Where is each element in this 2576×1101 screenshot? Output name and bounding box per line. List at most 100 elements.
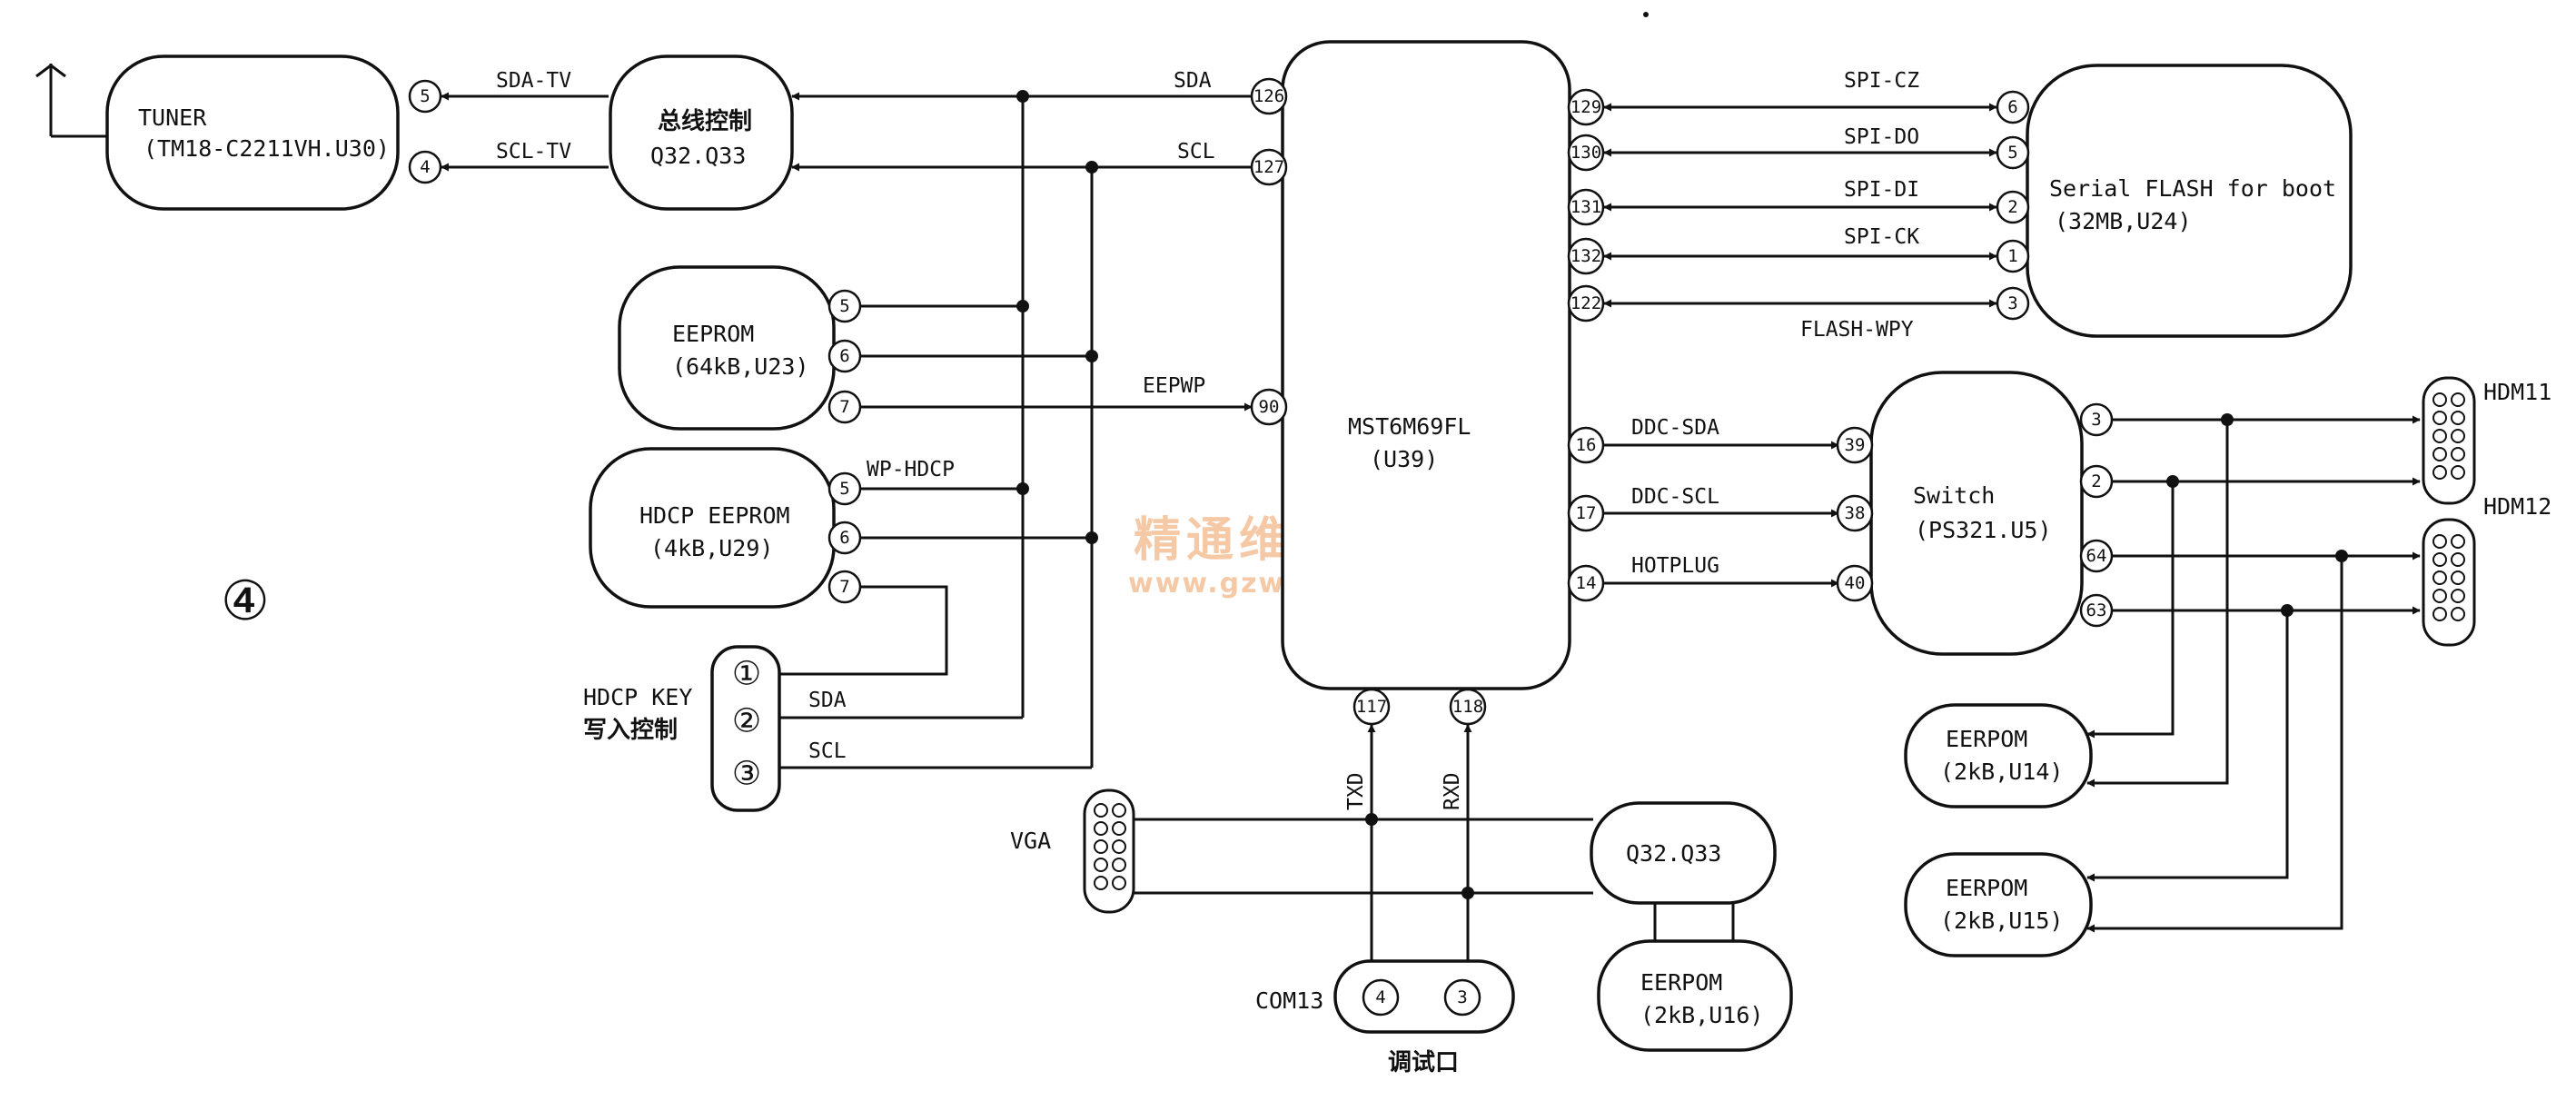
- signal-spi-di: SPI-DI: [1844, 178, 1919, 202]
- antenna-icon: [35, 64, 109, 138]
- signal-labels: SDA-TV SCL-TV SDA SCL EEPWP WP-HDCP SDA …: [496, 69, 1919, 810]
- tuner-part: (TM18-C2211VH.U30): [144, 135, 390, 162]
- pin-hdcp-6: 6: [839, 528, 849, 548]
- signal-txd: TXD: [1344, 772, 1368, 810]
- main-ic-part: (U39): [1370, 446, 1438, 472]
- switch-title: Switch: [1913, 482, 1995, 509]
- pin-main-122: 122: [1570, 293, 1601, 313]
- pin-hdcp-7: 7: [839, 577, 849, 597]
- pin-main-132: 132: [1570, 246, 1601, 266]
- pin-com-3: 3: [1457, 987, 1467, 1007]
- pin-key-3: ③: [732, 756, 761, 793]
- signal-spi-cz: SPI-CZ: [1844, 69, 1919, 93]
- eerpom-u16-title: EERPOM: [1640, 969, 1722, 996]
- pin-main-14: 14: [1576, 573, 1597, 593]
- pin-main-118: 118: [1452, 697, 1483, 717]
- wiring: [441, 92, 2421, 963]
- signal-key-scl: SCL: [808, 739, 847, 763]
- bus-control-block: 总线控制 Q32.Q33: [609, 55, 794, 211]
- com13-block: COM13 调试口: [1255, 959, 1515, 1076]
- eerpom-u15-title: EERPOM: [1946, 875, 2027, 901]
- switch-part: (PS321.U5): [1915, 517, 2052, 543]
- com13-caption: 调试口: [1388, 1049, 1459, 1076]
- hdcp-eeprom-block: HDCP EEPROM (4kB,U29): [589, 447, 836, 609]
- pin-switch-38: 38: [1845, 503, 1866, 523]
- signal-hotplug: HOTPLUG: [1631, 554, 1719, 578]
- pin-flash-6: 6: [2007, 97, 2017, 117]
- pin-eeprom-5: 5: [839, 296, 849, 316]
- pin-main-16: 16: [1576, 435, 1597, 455]
- pin-tuner-5: 5: [420, 86, 430, 106]
- signal-scl: SCL: [1177, 140, 1215, 164]
- hdmi1-label: HDM11: [2483, 379, 2551, 405]
- main-ic-block: MST6M69FL (U39): [1281, 40, 1571, 690]
- bus-control-title: 总线控制: [658, 108, 752, 135]
- pin-main-130: 130: [1570, 143, 1601, 163]
- hdmi2-label: HDM12: [2483, 493, 2551, 520]
- eeprom-block: EEPROM (64kB,U23): [618, 265, 836, 431]
- pin-main-126: 126: [1253, 86, 1284, 106]
- signal-flash-wpy: FLASH-WPY: [1800, 318, 1914, 342]
- signal-wp-hdcp: WP-HDCP: [867, 458, 955, 481]
- pin-switch-2: 2: [2091, 471, 2101, 491]
- eerpom-u14-part: (2kB,U14): [1940, 759, 2063, 785]
- pin-main-129: 129: [1570, 97, 1601, 117]
- tuner-block: TUNER (TM18-C2211VH.U30): [105, 55, 400, 211]
- pin-hdcp-5: 5: [839, 479, 849, 499]
- vga-connector: VGA: [1010, 789, 1135, 914]
- pin-main-117: 117: [1356, 697, 1387, 717]
- hdcp-key-subtitle: 写入控制: [583, 717, 678, 744]
- hdcp-key-block: HDCP KEY 写入控制: [583, 645, 781, 812]
- pin-flash-2: 2: [2007, 197, 2017, 217]
- pin-flash-1: 1: [2007, 246, 2017, 266]
- eerpom-u15-block: EERPOM (2kB,U15): [1904, 852, 2093, 957]
- pin-flash-3: 3: [2007, 293, 2017, 313]
- eerpom-u16-block: EERPOM (2kB,U16): [1597, 939, 1793, 1052]
- main-ic-title: MST6M69FL: [1348, 413, 1471, 440]
- junction-dots: [1016, 90, 2348, 899]
- pin-main-90: 90: [1259, 397, 1280, 417]
- vga-label: VGA: [1010, 828, 1051, 854]
- eerpom-u14-title: EERPOM: [1946, 726, 2027, 752]
- signal-rxd: RXD: [1441, 772, 1464, 810]
- switch-block: Switch (PS321.U5): [1869, 371, 2084, 656]
- eeprom-part: (64kB,U23): [672, 353, 809, 380]
- serial-flash-part: (32MB,U24): [2055, 208, 2192, 234]
- pin-main-131: 131: [1570, 197, 1601, 217]
- eerpom-u14-block: EERPOM (2kB,U14): [1904, 703, 2093, 808]
- pin-switch-63: 63: [2086, 600, 2107, 620]
- bus-control-part: Q32.Q33: [650, 143, 746, 169]
- signal-ddc-sda: DDC-SDA: [1631, 416, 1719, 440]
- stray-dot: [1643, 12, 1649, 17]
- hdcp-key-title: HDCP KEY: [583, 684, 692, 710]
- signal-sda-tv: SDA-TV: [496, 69, 571, 93]
- pin-main-127: 127: [1253, 157, 1284, 177]
- signal-spi-ck: SPI-CK: [1844, 225, 1919, 249]
- hdcp-eeprom-part: (4kB,U29): [650, 535, 773, 561]
- eerpom-u15-part: (2kB,U15): [1940, 908, 2063, 934]
- pin-eeprom-6: 6: [839, 346, 849, 366]
- serial-flash-block: Serial FLASH for boot (32MB,U24): [2026, 64, 2353, 338]
- eerpom-u16-part: (2kB,U16): [1640, 1002, 1763, 1028]
- pin-markers: 5 4 126 127 90 5 6 7 5 6 7 ① ② ③ 129 130…: [408, 77, 2114, 1017]
- signal-sda: SDA: [1174, 69, 1212, 93]
- pin-main-17: 17: [1576, 503, 1597, 523]
- signal-key-sda: SDA: [808, 689, 847, 712]
- pin-key-2: ②: [732, 703, 761, 740]
- pin-eeprom-7: 7: [839, 397, 849, 417]
- pin-flash-5: 5: [2007, 143, 2017, 163]
- pin-tuner-4: 4: [420, 157, 430, 177]
- pin-key-1: ①: [732, 656, 761, 693]
- tuner-title: TUNER: [138, 104, 207, 131]
- pin-switch-64: 64: [2086, 546, 2107, 566]
- pin-com-4: 4: [1375, 987, 1385, 1007]
- signal-scl-tv: SCL-TV: [496, 140, 571, 164]
- pin-switch-39: 39: [1845, 435, 1866, 455]
- figure-marker: ④: [221, 570, 270, 633]
- signal-ddc-scl: DDC-SCL: [1631, 485, 1719, 509]
- hdmi1-connector: HDM11: [2422, 376, 2551, 505]
- signal-eepwp: EEPWP: [1143, 374, 1205, 398]
- signal-spi-do: SPI-DO: [1844, 125, 1919, 149]
- q32-block: Q32.Q33: [1590, 801, 1777, 905]
